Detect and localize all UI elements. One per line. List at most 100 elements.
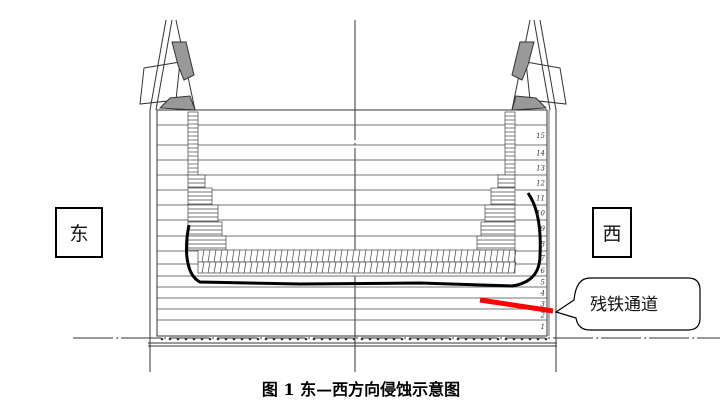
pad-brick-joint: [231, 261, 235, 274]
pad-brick-joint: [225, 249, 229, 263]
west-carbon-brick: [484, 204, 516, 223]
pad-brick-joint: [297, 261, 301, 274]
pad-brick-joint: [405, 249, 409, 263]
cooling-pipe-marker: [536, 337, 540, 341]
cooling-pipe-marker: [224, 337, 228, 341]
pad-brick-joint: [273, 249, 277, 263]
pad-brick-joint: [291, 261, 295, 274]
left-refractory-lower: [158, 95, 196, 111]
erosion-line: [185, 192, 542, 288]
pad-brick-joint: [297, 249, 301, 263]
pad-brick-joint: [261, 261, 265, 274]
right-refractory-lower: [511, 95, 548, 111]
pad-brick-joint: [453, 249, 457, 263]
pad-brick-joint: [213, 249, 217, 263]
pad-brick-joint: [369, 249, 373, 263]
east-direction-label: 东: [55, 207, 103, 258]
pad-brick-joint: [231, 249, 235, 263]
pad-brick-joint: [495, 261, 499, 274]
right-refractory: [511, 41, 535, 81]
pad-brick-joint: [291, 249, 295, 263]
pad-brick-joint: [363, 261, 367, 274]
west-carbon-brick: [490, 187, 516, 206]
cooling-pipe-marker: [400, 337, 404, 341]
east-carbon-brick: [187, 111, 199, 176]
cooling-pipe-marker: [440, 337, 444, 341]
cooling-pipe-marker: [264, 337, 268, 341]
pad-brick-joint: [513, 249, 517, 263]
cooling-pipe-marker: [312, 337, 316, 341]
pad-brick-joint: [351, 249, 355, 263]
west-carbon-brick: [504, 111, 516, 176]
pad-brick-joint: [369, 261, 373, 274]
cooling-pipe-marker: [296, 337, 300, 341]
pad-brick-joint: [441, 261, 445, 274]
course-number: 2: [540, 312, 546, 320]
pad-brick-joint: [507, 249, 511, 263]
pad-brick-joint: [201, 249, 205, 263]
cooling-pipe-marker: [408, 337, 412, 341]
course-number: 9: [541, 225, 546, 233]
pad-brick-joint: [279, 249, 283, 263]
pad-brick-joint: [255, 261, 259, 274]
pad-brick-joint: [219, 261, 223, 274]
cooling-pipe-marker: [304, 337, 308, 341]
pad-brick-joint: [201, 261, 205, 274]
cooling-pipe-marker: [320, 337, 324, 341]
cooling-pipe-marker: [456, 337, 460, 341]
cooling-pipe-marker: [488, 337, 492, 341]
pad-brick-joint: [315, 249, 319, 263]
pad-brick-joint: [333, 249, 337, 263]
pad-brick-joint: [411, 261, 415, 274]
course-number: 12: [536, 180, 545, 188]
pad-brick-joint: [381, 261, 385, 274]
cooling-pipe-marker: [256, 337, 260, 341]
pad-brick-joint: [207, 249, 211, 263]
cooling-pipe-marker: [480, 337, 484, 341]
pad-brick-joint: [507, 261, 511, 274]
pad-brick-joint: [339, 261, 343, 274]
pad-brick-joint: [387, 249, 391, 263]
pad-brick-joint: [423, 261, 427, 274]
east-carbon-brick: [187, 187, 213, 206]
course-number: 4: [540, 290, 545, 298]
course-number: 7: [541, 255, 546, 263]
course-number: 13: [536, 165, 545, 173]
course-number: 5: [541, 279, 546, 287]
pad-brick-joint: [393, 261, 397, 274]
cooling-pipe-marker: [360, 337, 364, 341]
pad-brick-joint: [285, 249, 289, 263]
pad-brick-joint: [351, 261, 355, 274]
pad-brick-joint: [249, 261, 253, 274]
cooling-pipe-marker: [472, 337, 476, 341]
pad-brick-joint: [285, 261, 289, 274]
pad-brick-joint: [363, 249, 367, 263]
cooling-pipe-marker: [464, 337, 468, 341]
pad-brick-joint: [225, 261, 229, 274]
pad-brick-joint: [339, 249, 343, 263]
course-number: 6: [541, 267, 546, 275]
pad-brick-joint: [465, 261, 469, 274]
pad-brick-joint: [213, 261, 217, 274]
cooling-pipe-marker: [272, 337, 276, 341]
pad-brick-joint: [249, 249, 253, 263]
cooling-pipe-marker: [432, 337, 436, 341]
pad-brick-joint: [429, 261, 433, 274]
east-carbon-brick: [187, 204, 219, 223]
cooling-pipe-marker: [216, 337, 220, 341]
cooling-pipe-marker: [248, 337, 252, 341]
pad-brick-joint: [483, 261, 487, 274]
pad-brick-joint: [477, 249, 481, 263]
pad-brick-joint: [375, 249, 379, 263]
pad-brick-joint: [309, 261, 313, 274]
course-number: 14: [536, 150, 545, 158]
cooling-pipe-marker: [336, 337, 340, 341]
east-carbon-brick: [187, 174, 206, 189]
cooling-pipe-marker: [280, 337, 284, 341]
pad-brick-joint: [357, 249, 361, 263]
cooling-pipe-marker: [160, 337, 164, 341]
pad-brick-joint: [417, 261, 421, 274]
callout-bubble: [554, 277, 701, 331]
west-direction-label: 西: [592, 207, 632, 258]
cooling-pipe-marker: [176, 337, 180, 341]
